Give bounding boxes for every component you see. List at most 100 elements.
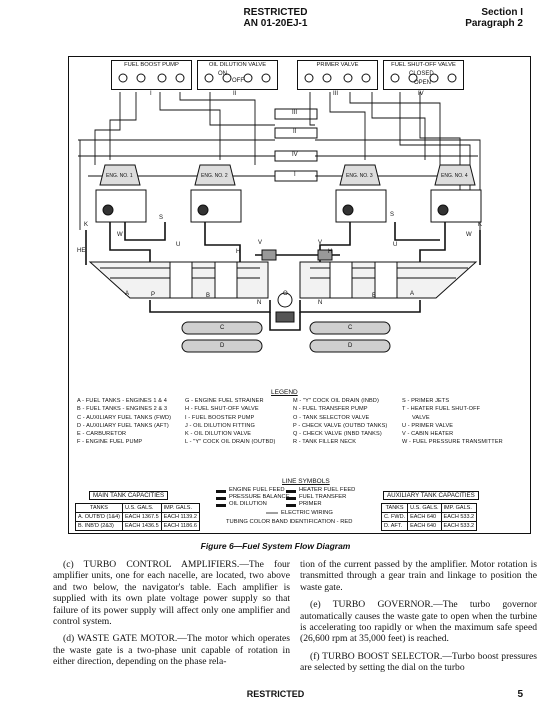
table-row: B. INB'D (2&3) EACH 1436.5 EACH 1186.6 (74, 521, 200, 531)
legend-item: D - AUXILIARY FUEL TANKS (AFT) (77, 422, 169, 429)
aux-tank-capacities-table: TANKS U.S. GALS. IMP. GALS. C. FWD. EACH… (380, 503, 478, 531)
switch-label-on: ON (218, 71, 227, 77)
legend-item: K - OIL DILUTION VALVE (185, 431, 252, 438)
panel-oil-dilution-valve: OIL DILUTION VALVE (197, 60, 278, 90)
document-number: AN 01-20EJ-1 (243, 18, 308, 29)
table-header: TANKS (380, 503, 409, 513)
letter-v: V (318, 240, 323, 246)
table-cell: EACH 1186.6 (160, 521, 200, 531)
main-tank-capacities-title: MAIN TANK CAPACITIES (89, 491, 169, 500)
header-center: RESTRICTED AN 01-20EJ-1 (0, 7, 551, 29)
table-cell: B. INB'D (2&3) (74, 521, 124, 531)
body-paragraph: (e) TURBO GOVERNOR.—The turbo governor a… (300, 599, 537, 645)
letter-p: P (151, 292, 156, 298)
legend-item: V - CABIN HEATER (402, 431, 454, 438)
letter-s: S (390, 212, 395, 218)
letter-b: B (206, 293, 211, 299)
page-number: 5 (517, 689, 523, 700)
legend-item: E - CARBURETOR (77, 431, 127, 438)
section-label: Section I (481, 7, 523, 18)
switch-label-off: OFF (232, 78, 244, 84)
switch-label-open: OPEN (414, 80, 432, 86)
table-header: IMP. GALS. (160, 503, 200, 513)
table-row: A. OUTB'D (1&4) EACH 1367.5 EACH 1139.2 (74, 512, 200, 522)
legend-item: S - PRIMER JETS (402, 398, 450, 404)
letter-w: W (466, 232, 472, 238)
engine-label-3: ENG. NO. 3 (346, 173, 373, 179)
table-cell: EACH 1139.2 (160, 512, 200, 522)
body-paragraph: (f) TURBO BOOST SELECTOR.—Turbo boost pr… (300, 650, 537, 674)
table-row: D. AFT. EACH 640 EACH 533.2 (380, 521, 478, 531)
letter-a: A (410, 291, 415, 297)
footer-restricted: RESTRICTED (246, 689, 305, 699)
panel-fuel-boost-pump: FUEL BOOST PUMP (111, 60, 192, 90)
letter-h: H (328, 249, 333, 255)
letter-c: C (220, 325, 225, 331)
panel-title: PRIMER VALVE (316, 62, 359, 68)
table-cell: EACH 533.2 (440, 521, 478, 531)
engine-label-1: ENG. NO. 1 (106, 173, 133, 179)
table-header: TANKS (74, 503, 124, 513)
panel-title: FUEL SHUT-OFF VALVE (391, 62, 456, 68)
legend-item: F - ENGINE FUEL PUMP (77, 439, 143, 446)
letter-h: H (236, 249, 241, 255)
letter-o: O (283, 291, 288, 297)
table-cell: EACH 1367.5 (122, 512, 162, 522)
legend-item: R - TANK FILLER NECK (293, 439, 357, 446)
table-cell: EACH 640 (407, 521, 442, 531)
line-symbol-label: OIL DILUTION (229, 501, 267, 507)
panel-numeral: IV (418, 91, 424, 97)
table-cell: EACH 640 (407, 512, 442, 522)
letter-n: N (257, 300, 262, 306)
letter-k: K (84, 222, 89, 228)
engine-label-4: ENG. NO. 4 (441, 173, 468, 179)
letter-d: D (348, 343, 353, 349)
body-column-right: tion of the current passed by the amplif… (300, 559, 537, 680)
legend-item: M - "Y" COCK OIL DRAIN (INBD) (293, 398, 379, 404)
table-row: C. FWD. EACH 640 EACH 533.2 (380, 512, 478, 522)
legend-item: P - CHECK VALVE (OUTBD TANKS) (293, 422, 388, 429)
engine-label-2: ENG. NO. 2 (201, 173, 228, 179)
restricted-marking: RESTRICTED (243, 7, 308, 18)
legend-item: T - HEATER FUEL SHUT-OFF (402, 406, 481, 413)
legend-item: L - "Y" COCK OIL DRAIN (OUTBD) (185, 439, 276, 446)
panel-title: FUEL BOOST PUMP (124, 62, 179, 68)
legend-item: A - FUEL TANKS - ENGINES 1 & 4 (77, 398, 167, 404)
table-cell: A. OUTB'D (1&4) (74, 512, 124, 522)
aux-tank-capacities-title: AUXILIARY TANK CAPACITIES (383, 491, 479, 500)
cable-label-iv: IV (292, 152, 298, 158)
legend-item: N - FUEL TRANSFER PUMP (293, 406, 368, 413)
legend-item: C - AUXILIARY FUEL TANKS (FWD) (77, 414, 172, 421)
letter-he: HE (77, 248, 86, 254)
figure-caption: Figure 6—Fuel System Flow Diagram (200, 541, 351, 551)
legend-title: LEGEND (271, 389, 298, 396)
panel-title: OIL DILUTION VALVE (208, 62, 267, 68)
switch-label-closed: CLOSED (409, 71, 434, 77)
paragraph-label: Paragraph 2 (465, 18, 523, 29)
letter-b: B (372, 293, 377, 299)
line-symbol-label: PRIMER (299, 501, 322, 507)
legend-item: U - PRIMER VALVE (402, 422, 454, 429)
legend-item: W - FUEL PRESSURE TRANSMITTER (402, 439, 503, 446)
legend-item: H - FUEL SHUT-OFF VALVE (185, 406, 259, 413)
line-symbol-label: ENGINE FUEL FEED (229, 487, 285, 493)
letter-n: N (318, 300, 323, 306)
body-paragraph: (d) WASTE GATE MOTOR.—The motor which op… (53, 633, 290, 668)
letter-a: A (125, 291, 130, 297)
letter-c: C (348, 325, 353, 331)
legend-item: VALVE (412, 414, 430, 421)
legend-col-2: G - ENGINE FUEL STRAINER H - FUEL SHUT-O… (185, 397, 275, 447)
legend-col-3: M - "Y" COCK OIL DRAIN (INBD) N - FUEL T… (293, 397, 387, 447)
table-header: U.S. GALS. (407, 503, 442, 513)
legend-item: Q - CHECK VALVE (INBD TANKS) (293, 431, 382, 438)
line-symbol-label: HEATER FUEL FEED (299, 487, 356, 493)
letter-w: W (117, 232, 123, 238)
letter-k: K (478, 222, 483, 228)
line-symbols-title: LINE SYMBOLS (282, 478, 330, 485)
letter-u: U (393, 242, 398, 248)
legend-item: J - OIL DILUTION FITTING (185, 422, 255, 429)
table-cell: EACH 533.2 (440, 512, 478, 522)
letter-d: D (220, 343, 225, 349)
cable-label-ii: II (293, 129, 297, 135)
cable-label-iii: III (292, 110, 298, 116)
